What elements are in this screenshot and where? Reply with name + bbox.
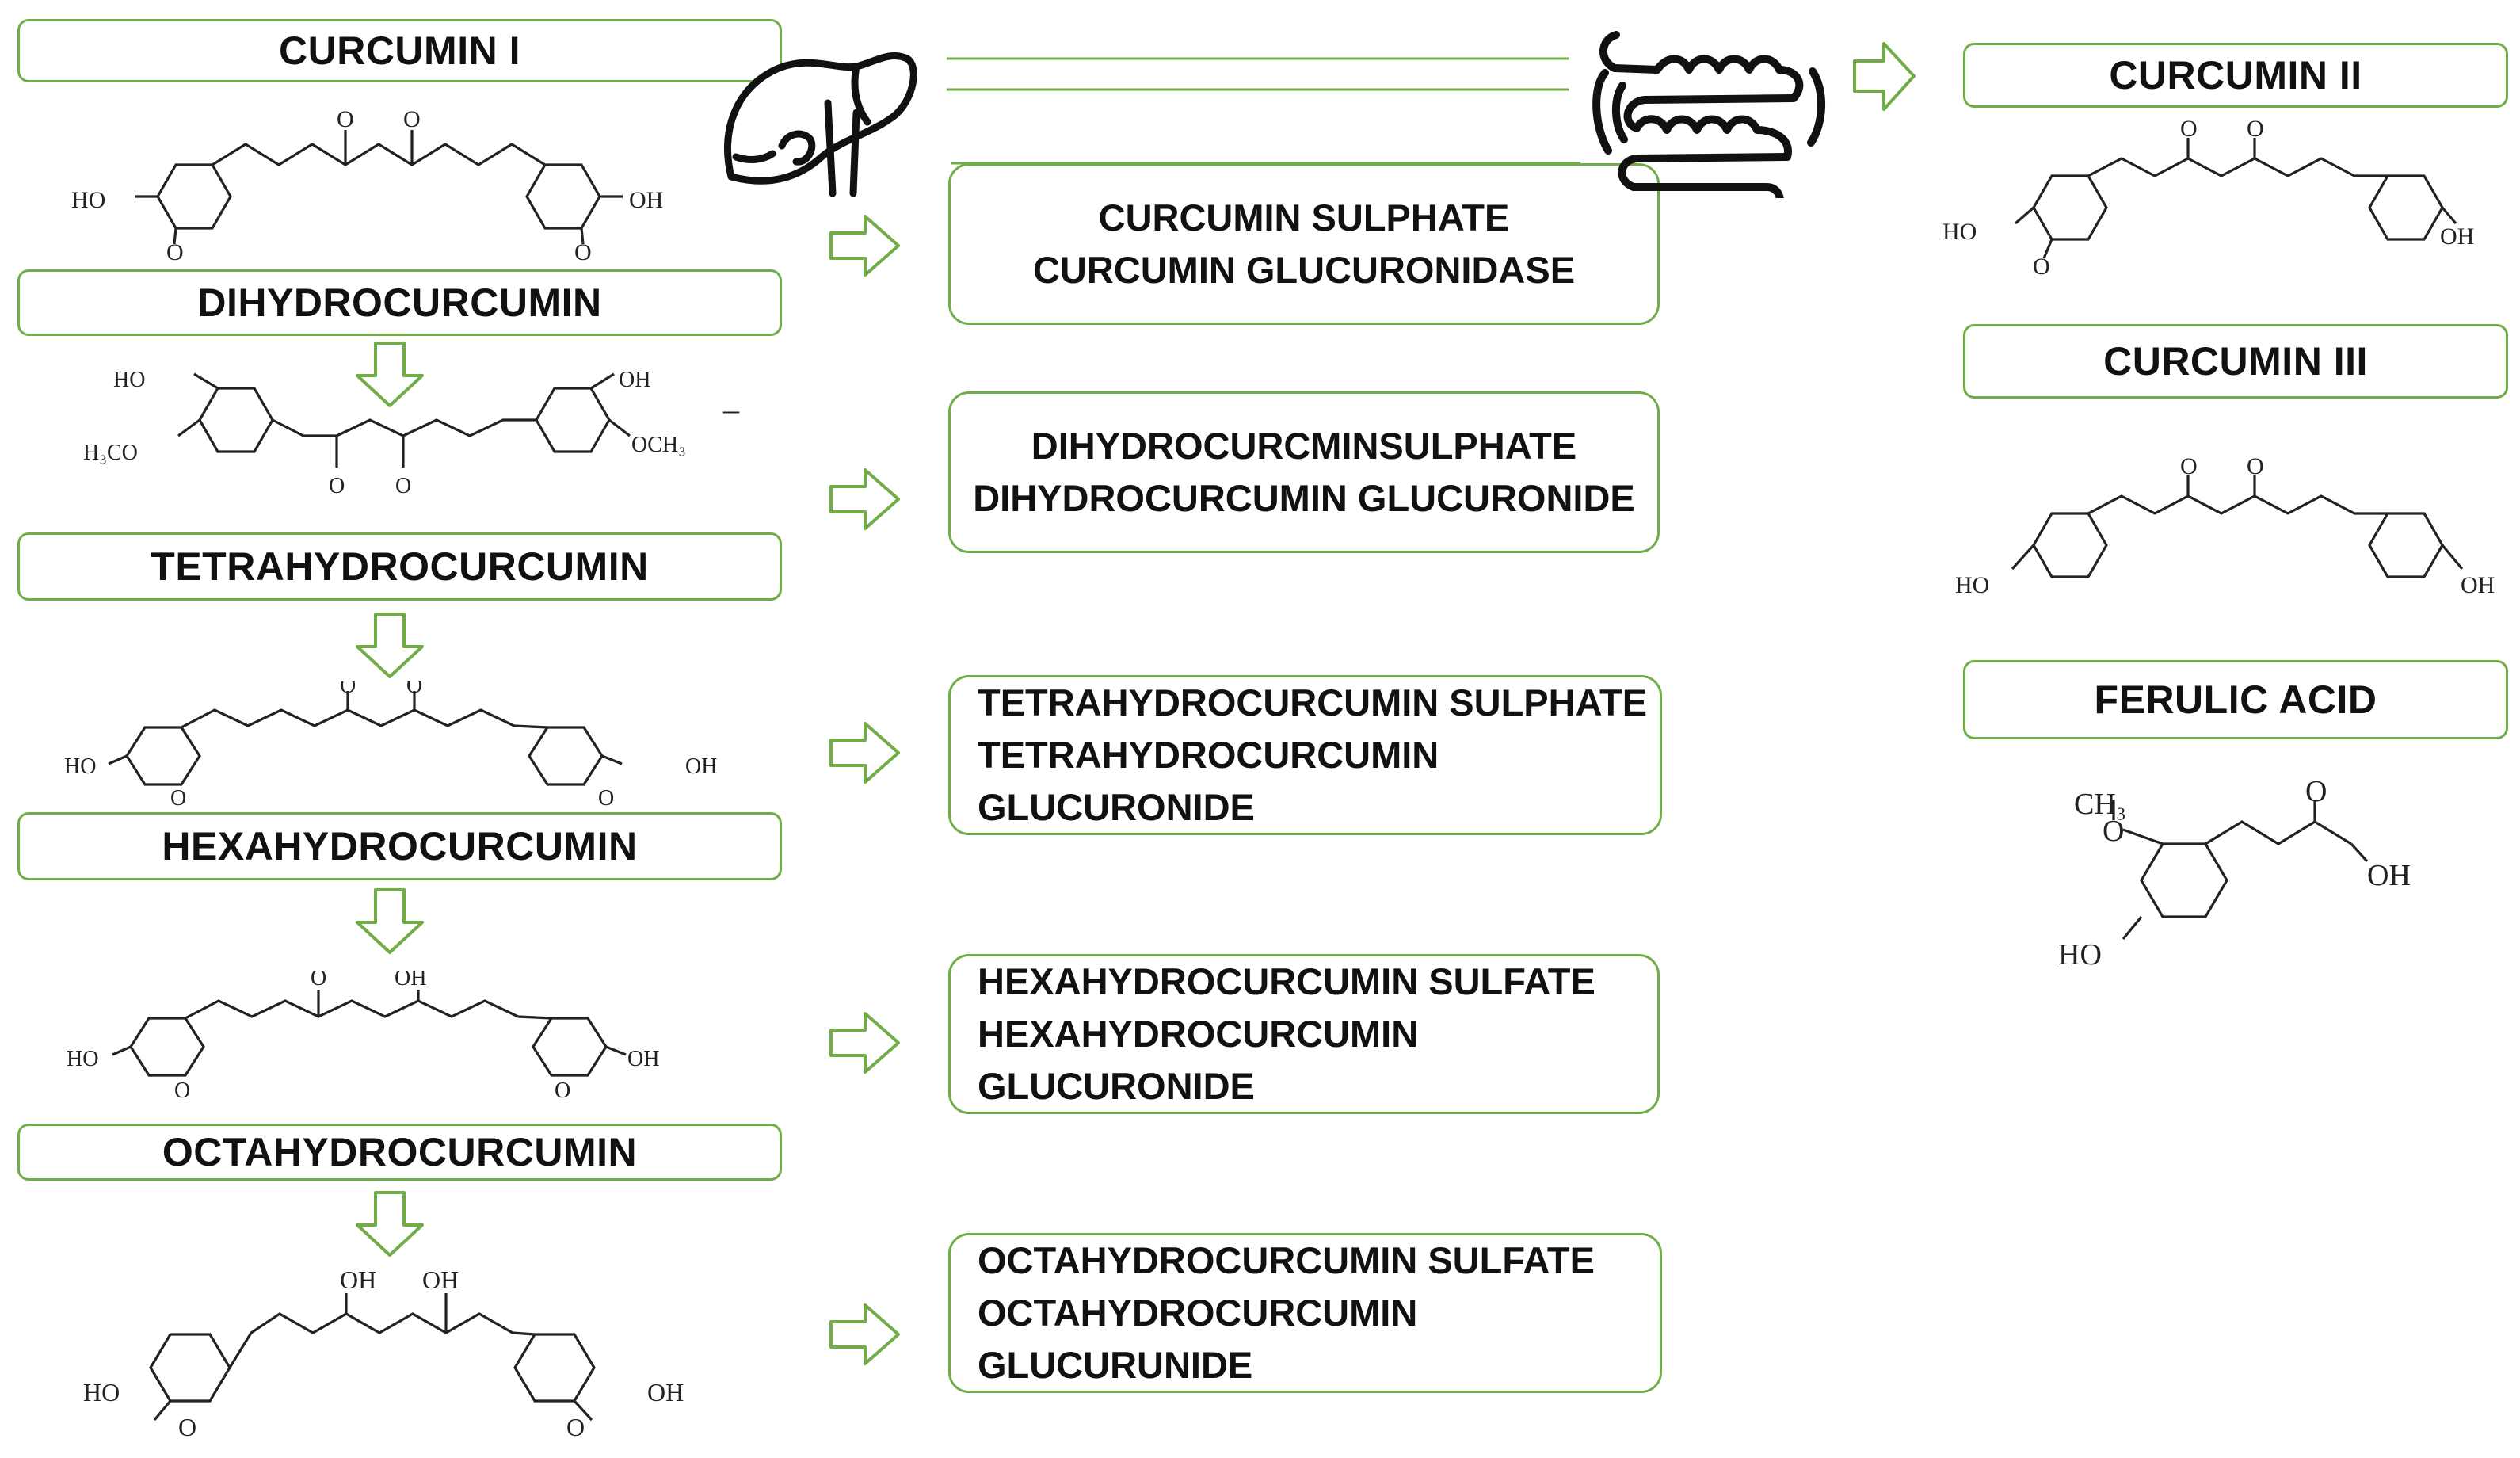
structure-curcumin-ii: HO OH O O O: [1942, 119, 2474, 277]
metabolite-line: HEXAHYDROCURCUMIN: [978, 1013, 1419, 1055]
atom-h3co: H₃CO: [83, 441, 138, 465]
label-octahydrocurcumin: OCTAHYDROCURCUMIN: [17, 1124, 782, 1181]
atom-ch3: CH₃: [2074, 788, 2126, 821]
atom-o: O: [574, 239, 592, 265]
atom-ho: HO: [64, 754, 96, 779]
atom-o: O: [329, 474, 345, 498]
arrow-down-tetra-to-hexa: [356, 613, 424, 678]
label-tetrahydrocurcumin: TETRAHYDROCURCUMIN: [17, 532, 782, 601]
metabolite-box-octahydrocurcumin: OCTAHYDROCURCUMIN SULFATE OCTAHYDROCURCU…: [948, 1233, 1662, 1393]
atom-o: O: [166, 239, 184, 265]
atom-oh: OH: [2461, 572, 2495, 598]
atom-ho: HO: [67, 1047, 98, 1071]
arrow-right-dihydro: [829, 468, 900, 530]
arrow-right-octa: [829, 1303, 900, 1365]
intestine-icon: [1592, 31, 1825, 198]
atom-ho: HO: [1955, 572, 1989, 598]
atom-o: O: [403, 106, 421, 132]
atom-o: O: [566, 1413, 585, 1441]
metabolite-box-dihydrocurcumin: DIHYDROCURCMINSULPHATE DIHYDROCURCUMIN G…: [948, 391, 1660, 553]
arrow-down-octa-structure: [356, 1191, 424, 1257]
atom-o: O: [395, 474, 411, 498]
atom-o: O: [2180, 453, 2198, 479]
atom-o: O: [2033, 254, 2050, 277]
atom-oh: OH: [685, 754, 717, 779]
atom-ho: HO: [71, 187, 105, 213]
metabolite-line: OCTAHYDROCURCUMIN SULFATE: [978, 1239, 1595, 1281]
atom-o: O: [2103, 815, 2124, 848]
structure-curcumin-i: HO OH O O O O: [71, 106, 663, 265]
metabolite-line: DIHYDROCURCMINSULPHATE: [1031, 425, 1577, 467]
atom-oh: OH: [2367, 859, 2411, 892]
metabolite-box-curcumin: CURCUMIN SULPHATE CURCUMIN GLUCURONIDASE: [948, 163, 1660, 325]
atom-o: O: [170, 786, 186, 808]
atom-oh: OH: [422, 1266, 459, 1294]
atom-oh: OH: [647, 1378, 684, 1406]
atom-o: O: [2247, 453, 2264, 479]
atom-oh: OH: [2440, 223, 2474, 250]
atom-och3: OCH₃: [631, 433, 686, 457]
atom-o: O: [2180, 119, 2198, 142]
metabolite-box-hexahydrocurcumin: HEXAHYDROCURCUMIN SULFATE HEXAHYDROCURCU…: [948, 954, 1660, 1114]
structure-tetrahydrocurcumin: HO OH O O O O: [64, 681, 717, 808]
structure-ferulic-acid: CH₃ O O OH HO: [2058, 775, 2411, 971]
label-curcumin-ii: CURCUMIN II: [1963, 43, 2508, 108]
metabolite-line: TETRAHYDROCURCUMIN SULPHATE: [978, 681, 1648, 723]
atom-ho: HO: [83, 1378, 120, 1406]
atom-o: O: [337, 106, 354, 132]
atom-o: O: [2305, 775, 2327, 808]
liver-icon: [723, 52, 917, 197]
atom-o: O: [598, 786, 614, 808]
metabolite-line: TETRAHYDROCURCUMIN: [978, 734, 1439, 776]
atom-oh: OH: [627, 1047, 659, 1071]
label-ferulic-acid: FERULIC ACID: [1963, 660, 2508, 739]
label-curcumin-i: CURCUMIN I: [17, 19, 782, 82]
atom-oh: OH: [619, 368, 650, 392]
label-dihydrocurcumin: DIHYDROCURCUMIN: [17, 269, 782, 336]
structure-curcumin-iii: HO OH O O: [1955, 453, 2495, 598]
atom-o: O: [555, 1078, 570, 1103]
metabolite-line: HEXAHYDROCURCUMIN SULFATE: [978, 960, 1595, 1002]
atom-ho: HO: [113, 368, 145, 392]
metabolite-line: GLUCURONIDE: [978, 786, 1255, 828]
atom-o: O: [406, 681, 422, 698]
arrow-right-intestine-to-right: [1853, 42, 1916, 111]
metabolite-line: CURCUMIN GLUCURONIDASE: [1032, 249, 1576, 291]
arrow-right-tetra: [829, 722, 900, 784]
arrow-right-curcumin: [829, 215, 900, 277]
metabolite-line: DIHYDROCURCUMIN GLUCURONIDE: [973, 477, 1635, 519]
atom-o: O: [340, 681, 356, 698]
atom-oh: OH: [629, 187, 663, 213]
metabolite-line: OCTAHYDROCURCUMIN: [978, 1292, 1418, 1334]
metabolite-line: GLUCURONIDE: [978, 1065, 1255, 1107]
atom-o: O: [2247, 119, 2264, 142]
structure-octahydrocurcumin: HO OH OH OH O O: [83, 1266, 684, 1441]
structure-hexahydrocurcumin: HO OH O OH O O: [67, 971, 659, 1103]
arrow-down-hexa-to-octa: [356, 888, 424, 954]
atom-o: O: [178, 1413, 196, 1441]
atom-oh: OH: [395, 971, 426, 990]
minus-mark: –: [722, 391, 740, 427]
atom-ho: HO: [1942, 219, 1977, 245]
arrow-right-hexa: [829, 1012, 900, 1074]
atom-o: O: [174, 1078, 190, 1103]
metabolite-line: CURCUMIN SULPHATE: [1098, 197, 1510, 239]
metabolite-line: GLUCURUNIDE: [978, 1344, 1253, 1386]
label-hexahydrocurcumin: HEXAHYDROCURCUMIN: [17, 812, 782, 880]
label-curcumin-iii: CURCUMIN III: [1963, 324, 2508, 399]
atom-ho: HO: [2058, 938, 2102, 971]
atom-oh: OH: [340, 1266, 376, 1294]
metabolite-box-tetrahydrocurcumin: TETRAHYDROCURCUMIN SULPHATE TETRAHYDROCU…: [948, 675, 1662, 835]
structure-dihydrocurcumin: HO H₃CO OH OCH₃ O O –: [83, 368, 740, 498]
arrow-down-dihydro-to-tetra: [356, 342, 424, 407]
atom-o: O: [311, 971, 326, 990]
